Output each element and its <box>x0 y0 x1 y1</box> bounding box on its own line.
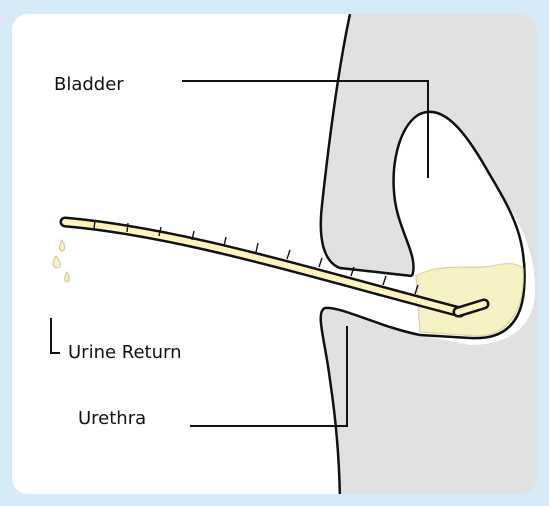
urine-return-leader-line <box>51 318 60 353</box>
urine-return-label: Urine Return <box>68 344 182 362</box>
bladder-label: Bladder <box>54 76 124 94</box>
urethra-label: Urethra <box>78 410 146 428</box>
urine-droplets <box>53 240 69 282</box>
